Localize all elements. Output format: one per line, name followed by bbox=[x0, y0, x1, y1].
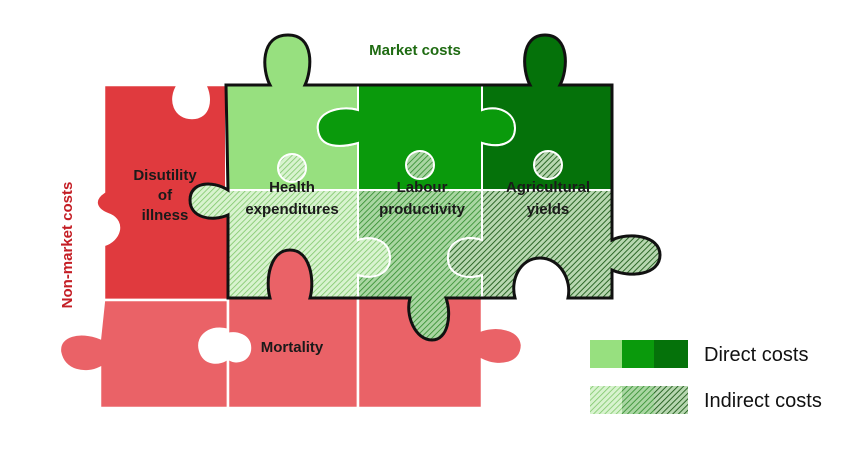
legend-swatch-indirect-light bbox=[590, 386, 622, 414]
puzzle-piece-mortality-left bbox=[58, 298, 230, 410]
label-disutility-2: of bbox=[158, 187, 173, 204]
legend-direct-label: Direct costs bbox=[704, 344, 808, 366]
legend-swatch-direct-dark bbox=[654, 340, 688, 368]
market-costs-outline bbox=[188, 33, 662, 342]
knob-agri-top bbox=[533, 150, 563, 180]
legend-swatch-direct-mid bbox=[622, 340, 654, 368]
label-disutility-3: illness bbox=[142, 207, 189, 224]
label-agricultural-1: Agricultural bbox=[506, 179, 590, 196]
legend-swatch-direct-light bbox=[590, 340, 622, 368]
label-disutility-1: Disutility bbox=[133, 167, 197, 184]
label-health-1: Health bbox=[269, 179, 315, 196]
label-mortality: Mortality bbox=[261, 339, 324, 356]
non-market-costs-title: Non-market costs bbox=[59, 182, 76, 309]
label-health-2: expenditures bbox=[245, 201, 338, 218]
label-labour-1: Labour bbox=[397, 179, 448, 196]
market-costs-title: Market costs bbox=[369, 42, 461, 59]
knob-labour-top bbox=[405, 150, 435, 180]
knob-health-top bbox=[277, 153, 307, 183]
legend-swatch-indirect-dark bbox=[654, 386, 688, 414]
legend: Direct costs Indirect costs bbox=[590, 340, 822, 414]
legend-swatch-indirect-mid bbox=[622, 386, 654, 414]
label-labour-2: productivity bbox=[379, 201, 465, 218]
legend-indirect-label: Indirect costs bbox=[704, 390, 822, 412]
label-agricultural-2: yields bbox=[527, 201, 570, 218]
